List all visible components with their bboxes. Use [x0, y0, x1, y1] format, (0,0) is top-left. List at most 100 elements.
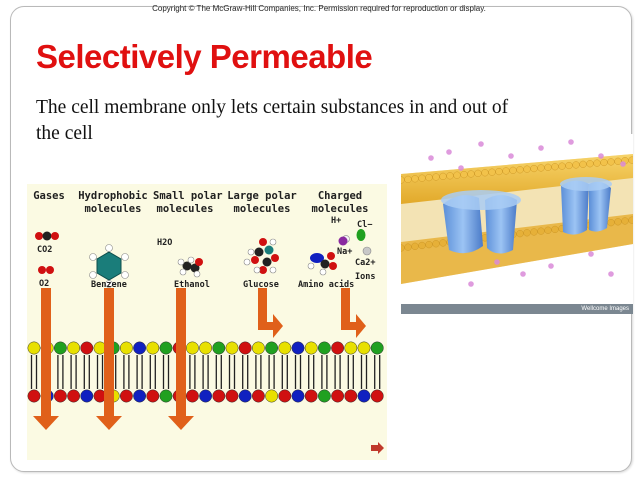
membrane-bead [146, 341, 160, 355]
label-ions: Ions [355, 272, 376, 282]
ion-icons [338, 229, 372, 256]
membrane-bead [133, 389, 147, 403]
membrane-bead [238, 389, 252, 403]
lipid-head [425, 241, 433, 249]
solute-particle [446, 149, 452, 155]
solute-particle [458, 165, 464, 171]
lipid-head [488, 168, 496, 176]
membrane-bead [265, 389, 279, 403]
lipid-head [509, 166, 517, 174]
lipid-head [523, 165, 531, 173]
lipid-head [446, 172, 454, 180]
membrane-bead [317, 341, 331, 355]
membrane-bead [344, 341, 358, 355]
membrane-bead [304, 389, 318, 403]
lipid-head [495, 167, 503, 176]
diagram-graphics [27, 229, 384, 454]
lipid-head [593, 159, 601, 167]
solute-particle [468, 281, 474, 287]
lipid-head [418, 174, 426, 182]
membrane-bead [304, 341, 318, 355]
lipid-head [628, 216, 633, 224]
membrane-bead [331, 341, 345, 355]
lipid-head [544, 163, 552, 171]
lipid-head [404, 243, 412, 251]
membrane-bead [80, 341, 94, 355]
membrane-bead [80, 389, 94, 403]
arrow-hydrophobic-through [96, 288, 122, 430]
membrane-bead [185, 389, 199, 403]
co2-molecule-icon [35, 231, 59, 241]
lipid-head [502, 167, 510, 175]
lipid-head [523, 229, 531, 237]
membrane-bead [370, 389, 384, 403]
lipid-head [411, 242, 419, 250]
lipid-head [530, 164, 538, 173]
lipid-head [586, 160, 594, 168]
solute-particle [588, 251, 594, 257]
o2-molecule-icon [38, 266, 54, 274]
membrane-bead [370, 341, 384, 355]
lipid-head [607, 219, 615, 227]
lipid-head [614, 157, 622, 165]
membrane-top-beads [27, 341, 384, 355]
membrane-bead [67, 389, 81, 403]
solute-particle [538, 145, 544, 151]
membrane-bead [199, 341, 213, 355]
membrane-bead [225, 341, 239, 355]
solute-particle [520, 271, 526, 277]
lipid-head [418, 241, 426, 250]
next-slide-arrow-icon[interactable] [369, 442, 384, 454]
solute-particle [598, 153, 604, 159]
lipid-head [401, 176, 405, 184]
lipid-head [537, 227, 545, 235]
lipid-head [404, 175, 412, 183]
membrane-bead [357, 341, 371, 355]
ethanol-molecule-icon [177, 256, 203, 278]
solute-particle [568, 139, 574, 145]
membrane-lipid-tails [30, 355, 381, 389]
membrane-bead [251, 389, 265, 403]
membrane-bead [53, 389, 67, 403]
lipid-head [551, 225, 559, 234]
membrane-bead [238, 341, 252, 355]
lipid-head [628, 156, 633, 164]
solute-particle [478, 141, 484, 147]
lipid-head [439, 172, 447, 180]
solute-particle [548, 263, 554, 269]
channel-protein-right [560, 177, 612, 235]
lipid-head [558, 162, 566, 170]
membrane-bead [265, 341, 279, 355]
membrane-bead [159, 341, 173, 355]
label-h2o: H2O [157, 238, 173, 248]
membrane-bead [317, 389, 331, 403]
lipid-head [411, 175, 419, 183]
arrow-large-polar-blocked [258, 288, 283, 338]
solute-particle [494, 259, 500, 265]
lipid-head [544, 226, 552, 234]
photo-credit: Wellcome Images [581, 306, 629, 312]
glucose-molecule-icon [243, 238, 279, 274]
label-h-plus: H+ [331, 216, 342, 226]
copyright-notice: Copyright © The McGraw-Hill Companies, I… [152, 4, 486, 13]
membrane-bead [199, 389, 213, 403]
arrow-small-polar-through [168, 288, 194, 430]
lipid-head [439, 239, 447, 247]
lipid-head [579, 160, 587, 168]
membrane-bead [159, 389, 173, 403]
lipid-head [516, 166, 524, 174]
arrow-charged-blocked [341, 288, 366, 338]
solute-particle [428, 155, 434, 161]
lipid-head [460, 170, 468, 179]
lipid-head [600, 158, 608, 167]
membrane-bead [278, 389, 292, 403]
arrow-gases-through [33, 288, 59, 430]
membrane-bead [331, 389, 345, 403]
column-header-gases: Gases [33, 190, 65, 202]
membrane-bead [278, 341, 292, 355]
membrane-bead [212, 341, 226, 355]
lipid-head [614, 218, 622, 226]
